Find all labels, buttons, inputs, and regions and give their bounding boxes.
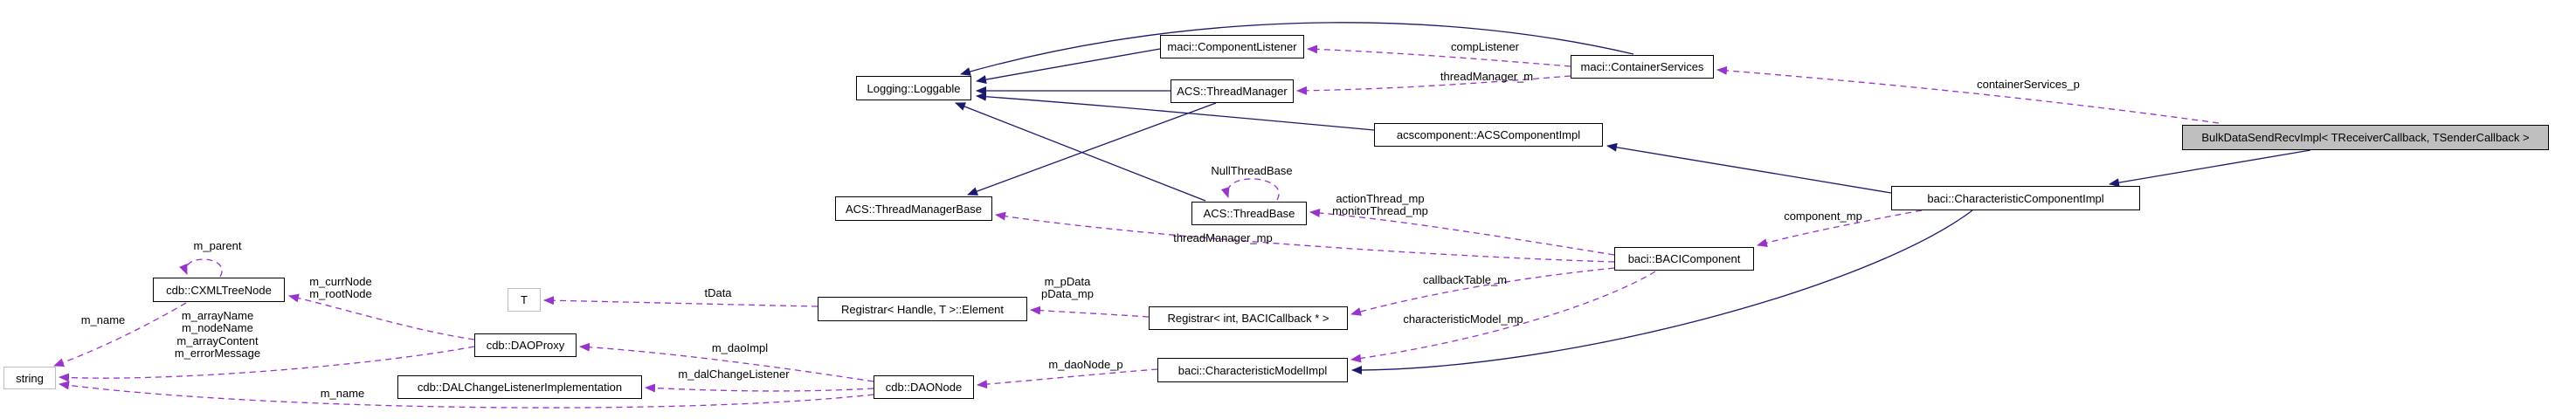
node-cdb-dao-node[interactable]: cdb::DAONode (874, 375, 974, 399)
edge-m-daoimpl-member (579, 342, 874, 382)
edge-label-m-currnode-m-rootnode: m_currNode m_rootNode (309, 275, 372, 301)
node-acs-thread-manager-base[interactable]: ACS::ThreadManagerBase (835, 196, 992, 221)
edge-callbacktable-m-member (1350, 267, 1615, 316)
node-string[interactable]: string (3, 367, 56, 389)
edge-threadbase-inherits-loggable (955, 102, 1206, 202)
edge-cxml-m-name-member (53, 302, 187, 367)
edge-label-complistener: compListener (1450, 40, 1520, 53)
edge-label-m-name-cxml: m_name (80, 313, 126, 326)
edge-mpdata-pdata-mp-member (1030, 306, 1150, 318)
edge-nullthreadbase-selfloop (1220, 178, 1280, 201)
node-maci-component-listener[interactable]: maci::ComponentListener (1160, 35, 1304, 58)
edge-charcompimpl-inherits-acscomponentimpl (1606, 142, 1892, 194)
edge-m-currnode-m-rootnode-member (288, 293, 475, 340)
edge-label-m-daoimpl: m_daoImpl (711, 341, 769, 354)
node-cdb-dao-proxy[interactable]: cdb::DAOProxy (474, 333, 577, 357)
edge-label-mpdata-pdata-mp: m_pData pData_mp (1041, 275, 1094, 301)
node-maci-container-services[interactable]: maci::ContainerServices (1571, 55, 1714, 79)
edge-label-actionthread-monitorthread: actionThread_mp monitorThread_mp (1332, 192, 1428, 218)
edge-label-callbacktable-m: callbackTable_m (1422, 273, 1508, 286)
node-acscomponent-acs-component-impl[interactable]: acscomponent::ACSComponentImpl (1374, 123, 1603, 147)
edge-containerservices-inherits-loggable (960, 22, 1634, 76)
edge-threadmanager-mp-member (995, 211, 1615, 263)
edge-label-threadmanager-m: threadManager_m (1440, 70, 1534, 83)
node-registrar-int-bacicallback[interactable]: Registrar< int, BACICallback * > (1149, 306, 1348, 330)
edge-acscomponentimpl-inherits-loggable (976, 92, 1375, 131)
node-baci-characteristic-component-impl[interactable]: baci::CharacteristicComponentImpl (1891, 186, 2140, 210)
edge-label-threadmanager-mp: threadManager_mp (1173, 231, 1273, 244)
node-cdb-cxml-tree-node[interactable]: cdb::CXMLTreeNode (153, 278, 285, 302)
node-cdb-dal-change-listener-implementation[interactable]: cdb::DALChangeListenerImplementation (397, 375, 642, 399)
edge-m-daonode-p-member (977, 368, 1158, 389)
edge-label-m-daonode-p: m_daoNode_p (1048, 358, 1123, 371)
node-acs-thread-base[interactable]: ACS::ThreadBase (1191, 202, 1307, 225)
edge-componentlistener-inherits-loggable (976, 48, 1161, 85)
edge-label-tdata: tData (704, 286, 732, 299)
node-registrar-handle-t-element[interactable]: Registrar< Handle, T >::Element (818, 297, 1027, 321)
edge-threadmanager-inherits-threadmanagerbase (967, 102, 1217, 196)
node-t-template-param[interactable]: T (508, 288, 541, 312)
edge-label-containerservices-p: containerServices_p (1977, 78, 2080, 91)
edge-label-m-dalchangelistener: m_dalChangeListener (678, 367, 790, 381)
edge-label-daoproxy-string-members: m_arrayName m_nodeName m_arrayContent m_… (174, 309, 261, 360)
edge-label-nullthreadbase: NullThreadBase (1211, 164, 1293, 177)
node-baci-baci-component[interactable]: baci::BACIComponent (1614, 247, 1754, 271)
edge-bulkdata-inherits-charcompimpl (2109, 149, 2311, 188)
node-acs-thread-manager[interactable]: ACS::ThreadManager (1171, 79, 1294, 103)
edge-complistener-member (1307, 45, 1571, 67)
edge-charcompimpl-inherits-charmodelimpl (1351, 210, 1973, 374)
edge-tdata-member (543, 296, 818, 307)
edge-label-m-name-daonode: m_name (320, 387, 365, 400)
edge-characteristicmodel-mp-member (1350, 271, 1656, 363)
edge-threadmanager-m-member (1296, 75, 1571, 95)
edge-m-dalchangelistener-member (645, 383, 874, 393)
edge-label-characteristicmodel-mp: characteristicModel_mp (1403, 313, 1523, 326)
edge-label-component-mp: component_mp (1784, 210, 1862, 223)
node-bulk-data-send-recv-impl[interactable]: BulkDataSendRecvImpl< TReceiverCallback,… (2182, 125, 2549, 150)
edge-daoproxy-strings-member (59, 346, 475, 382)
edge-containerservices-p-member (1716, 65, 2220, 124)
node-baci-characteristic-model-impl[interactable]: baci::CharacteristicModelImpl (1157, 358, 1348, 382)
edge-m-parent-selfloop (179, 258, 223, 278)
edge-label-m-parent: m_parent (193, 239, 242, 252)
node-logging-loggable[interactable]: Logging::Loggable (856, 76, 971, 100)
edge-component-mp-member (1757, 210, 1923, 247)
edge-actionthread-monitorthread-member (1309, 209, 1615, 256)
